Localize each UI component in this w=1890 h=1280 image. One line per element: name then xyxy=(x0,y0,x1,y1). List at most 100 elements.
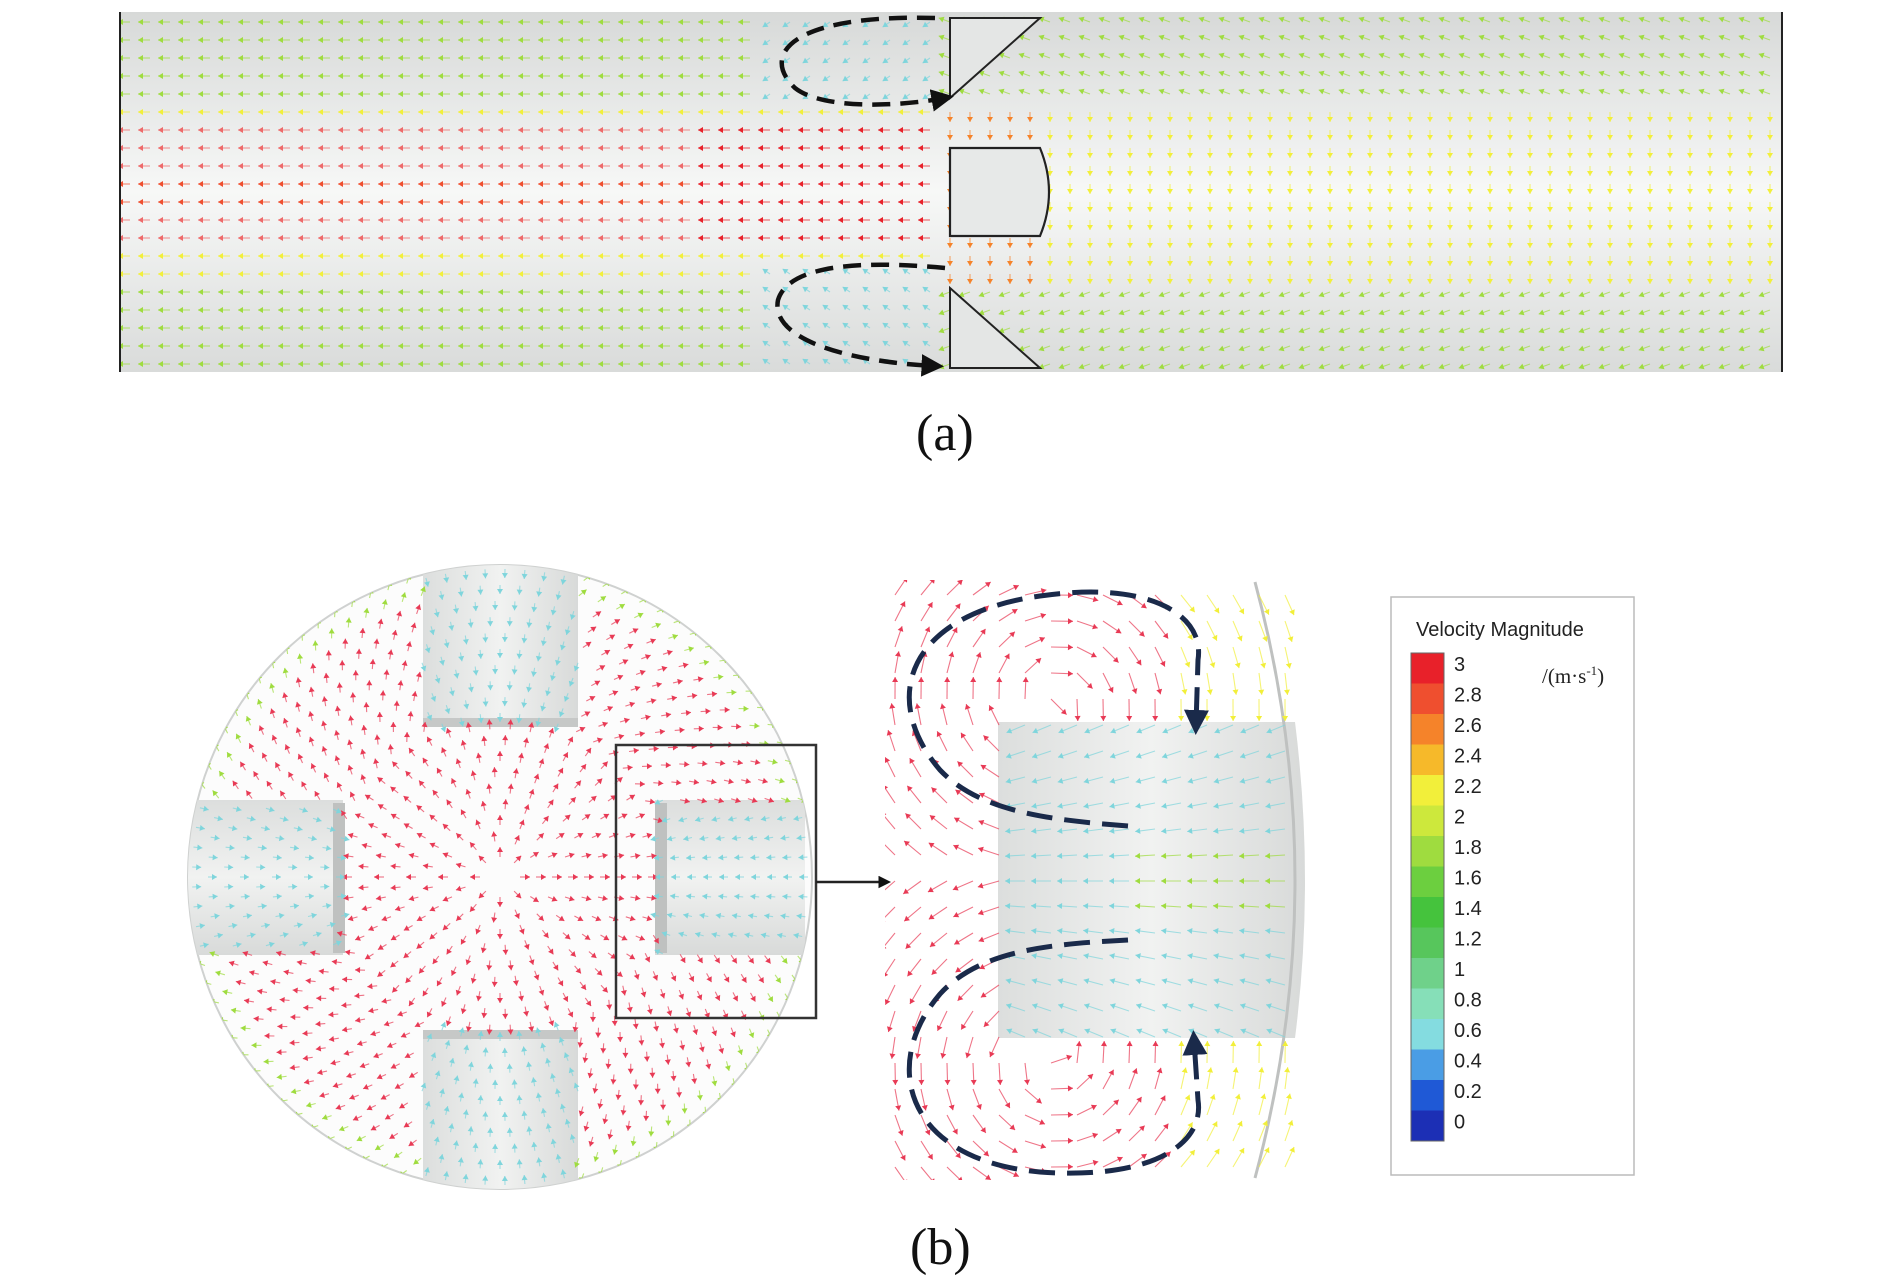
vector-a-head xyxy=(1238,16,1245,23)
vector-b-head xyxy=(416,915,423,921)
vector-a-head xyxy=(1618,309,1625,316)
vector-b-head xyxy=(660,1104,667,1110)
vector-a-head xyxy=(598,253,603,259)
vector-b-head xyxy=(521,1046,528,1052)
vector-b-head xyxy=(693,779,699,785)
vector-b-head xyxy=(297,825,303,832)
vector-a-head xyxy=(1498,309,1505,316)
vector-b-head xyxy=(603,934,610,941)
vector-a-head xyxy=(698,217,703,223)
vector-a-head xyxy=(802,268,809,275)
vector-b-head xyxy=(502,799,509,805)
vector-b-head xyxy=(653,893,660,900)
vector-a-head xyxy=(1178,291,1185,298)
vector-a-head xyxy=(578,19,583,25)
vector-b-head xyxy=(469,906,476,912)
vector-b-head xyxy=(501,1112,508,1117)
vector-b-head xyxy=(506,621,513,627)
vector-a-head xyxy=(1027,135,1033,140)
vector-a-head xyxy=(758,253,763,259)
vector-a-head xyxy=(578,127,583,133)
vector-b-head xyxy=(303,1004,309,1011)
vector-a-head xyxy=(1407,207,1413,212)
vector-a-head xyxy=(458,235,463,241)
vector-a-head xyxy=(698,181,703,187)
vector-b-head xyxy=(557,874,562,880)
vector-a-head xyxy=(918,181,923,187)
vector-a-head xyxy=(1618,16,1625,23)
vector-a-head xyxy=(1418,34,1425,41)
vector-a-head xyxy=(738,253,743,259)
vector-a-head xyxy=(498,199,503,205)
vector-a-head xyxy=(1667,279,1673,284)
vector-a-head xyxy=(1747,171,1753,176)
vector-b-head xyxy=(430,1052,437,1059)
vector-a-head xyxy=(1487,207,1493,212)
upper-recirculation-streamline xyxy=(779,15,954,112)
vector-b-head xyxy=(538,915,544,921)
vector-b-head xyxy=(622,1052,629,1058)
vector-a-head xyxy=(1547,117,1553,122)
vector-a-head xyxy=(1307,135,1313,140)
vector-a-head xyxy=(1167,171,1173,176)
vector-a-head xyxy=(1618,327,1625,334)
vector-a-head xyxy=(318,271,323,277)
vector-a-head xyxy=(1247,243,1253,248)
vector-a-head xyxy=(298,325,303,331)
vector-b-head xyxy=(732,995,738,1002)
vector-b-head xyxy=(339,1125,345,1132)
vector-a-head xyxy=(1638,309,1645,316)
vector-a-head xyxy=(1607,243,1613,248)
vector-a-head xyxy=(598,91,603,97)
vector-a-head xyxy=(178,163,183,169)
vector-b-head xyxy=(441,747,447,754)
vector-a-head xyxy=(1247,153,1253,158)
vector-b-head xyxy=(596,737,603,744)
vector-a-head xyxy=(278,145,283,151)
vector-a-head xyxy=(318,19,323,25)
vector-a-head xyxy=(802,39,809,46)
vector-a-head xyxy=(1687,135,1693,140)
vector-a-head xyxy=(658,145,663,151)
vector-b-head xyxy=(438,874,443,880)
vector-b-head xyxy=(347,739,353,746)
vector-b-head xyxy=(405,771,412,777)
vector-b-head xyxy=(456,915,462,921)
vector-a-head xyxy=(1458,291,1465,298)
vector-a-head xyxy=(158,109,163,115)
swirl-insert xyxy=(948,17,1051,369)
vector-a-head xyxy=(578,163,583,169)
vector-b-head xyxy=(531,1077,537,1083)
vector-b-head xyxy=(595,915,602,922)
vector-b-head xyxy=(780,913,786,920)
vector-b-head xyxy=(612,690,619,696)
vector-a-head xyxy=(1298,88,1305,95)
vector-a-head xyxy=(1607,225,1613,230)
vector-a-head xyxy=(598,199,603,205)
vector-a-head xyxy=(1198,34,1205,41)
vector-a-head xyxy=(1727,207,1733,212)
vector-a-head xyxy=(738,271,743,277)
vector-a-head xyxy=(598,19,603,25)
vector-b-head xyxy=(347,765,354,771)
vector-b-head xyxy=(533,773,540,780)
vector-a-head xyxy=(1218,16,1225,23)
vector-b-head xyxy=(558,833,565,839)
vector-a-head xyxy=(782,93,789,100)
vector-a-head xyxy=(1067,279,1073,284)
vector-a-head xyxy=(618,307,623,313)
vector-a-head xyxy=(718,37,723,43)
vector-a-head xyxy=(698,307,703,313)
vector-b-head xyxy=(310,763,317,770)
vector-a-head xyxy=(238,217,243,223)
vector-a-head xyxy=(1738,291,1745,298)
vector-a-head xyxy=(218,325,223,331)
vector-b-head xyxy=(574,1161,580,1168)
vector-a-head xyxy=(518,361,523,367)
vector-a-head xyxy=(1247,117,1253,122)
vector-a-head xyxy=(862,268,869,275)
vector-a-head xyxy=(538,145,543,151)
vector-a-head xyxy=(1347,189,1353,194)
vector-b-head xyxy=(264,825,270,832)
vector-a-head xyxy=(1227,153,1233,158)
